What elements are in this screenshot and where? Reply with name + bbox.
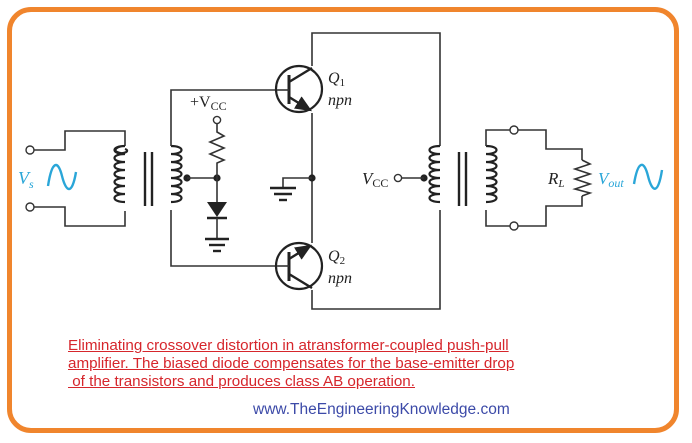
input-wire-bottom [34,206,126,227]
output-wire-top [485,129,510,146]
input-source-label: Vs [18,168,34,191]
bias-diode [207,202,227,217]
input-wire-top [34,130,126,151]
q2-type-label: npn [328,270,352,287]
q1-type-label: npn [328,92,352,109]
q2-label: Q2 [328,248,345,267]
input-primary-coil [113,144,129,204]
ground-icon-diode [205,237,229,253]
input-transformer [113,144,183,206]
q1-collector-wire [311,32,441,146]
input-terminal-bottom [25,202,35,212]
caption-line: Eliminating crossover distortion in atra… [68,337,509,354]
output-sine-icon [632,163,664,190]
input-terminals [25,130,126,227]
input-sine-icon [46,164,78,191]
emitter-ground-wire [282,177,312,187]
q2-collector-wire [311,210,441,310]
caption-line: amplifier. The biased diode compensates … [68,355,515,372]
transistor-q2 [274,241,324,291]
load-label: RL [547,169,565,190]
caption-line: of the transistors and produces class AB… [68,373,415,390]
output-wire-bottom [485,210,510,227]
wire-to-q2-base [170,210,278,267]
supply-top-label: +VCC [190,94,227,113]
diagram-frame [7,7,679,433]
input-secondary-coil [170,144,183,204]
supply-top-terminal [212,115,222,125]
output-transformer [428,144,498,206]
output-primary-coil [428,144,441,204]
output-secondary-coil [485,144,498,204]
load-resistor [572,159,593,197]
q1-label: Q1 [328,70,345,89]
vcc-center-terminal [393,173,403,183]
output-terminal-bottom [509,221,519,231]
bias-resistor [207,124,227,178]
figure-caption: Eliminating crossover distortion in atra… [68,337,588,391]
supply-center-label: VCC [362,169,388,190]
transistor-q1 [274,64,324,114]
output-terminal-top [509,125,519,135]
input-terminal-top [25,145,35,155]
wire-to-q1-base [170,89,278,146]
ground-icon-emitter [270,186,296,202]
output-wire-bottom-2 [518,196,583,227]
output-wire-top-2 [518,129,583,160]
output-label: Vout [598,169,624,190]
website-link[interactable]: www.TheEngineeringKnowledge.com [253,401,510,418]
